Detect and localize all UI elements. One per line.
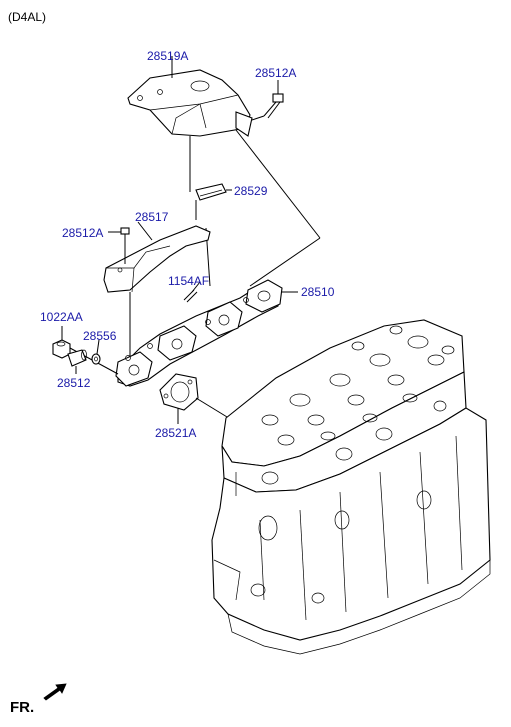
heat-shield-cover (127, 69, 253, 137)
label-28512a-left[interactable]: 28512A (62, 226, 104, 240)
engine-block (211, 319, 491, 655)
gasket-28521a (159, 373, 199, 411)
washer-28556 (91, 353, 101, 365)
label-1154af[interactable]: 1154AF (168, 274, 210, 288)
label-28556[interactable]: 28556 (83, 329, 117, 343)
nut-1022aa (52, 339, 71, 359)
label-28529[interactable]: 28529 (234, 184, 268, 198)
variant-code: (D4AL) (8, 10, 47, 24)
front-direction-label: FR. (10, 699, 35, 716)
label-28512[interactable]: 28512 (57, 376, 91, 390)
label-28510[interactable]: 28510 (301, 285, 335, 299)
sleeve-28512 (67, 349, 87, 367)
clip-28529 (195, 183, 227, 201)
exhaust-manifold (115, 279, 283, 387)
lower-heat-protector (103, 225, 211, 293)
label-28512a-top[interactable]: 28512A (255, 66, 297, 80)
label-28519a[interactable]: 28519A (147, 49, 189, 63)
label-28521a[interactable]: 28521A (155, 426, 197, 440)
front-arrow-icon (43, 683, 67, 701)
stud-1154af (183, 281, 201, 303)
label-28517[interactable]: 28517 (135, 210, 169, 224)
label-1022aa[interactable]: 1022AA (40, 310, 83, 324)
bolt-28512a-top (263, 93, 284, 119)
bolt-28512a-left (108, 227, 130, 264)
